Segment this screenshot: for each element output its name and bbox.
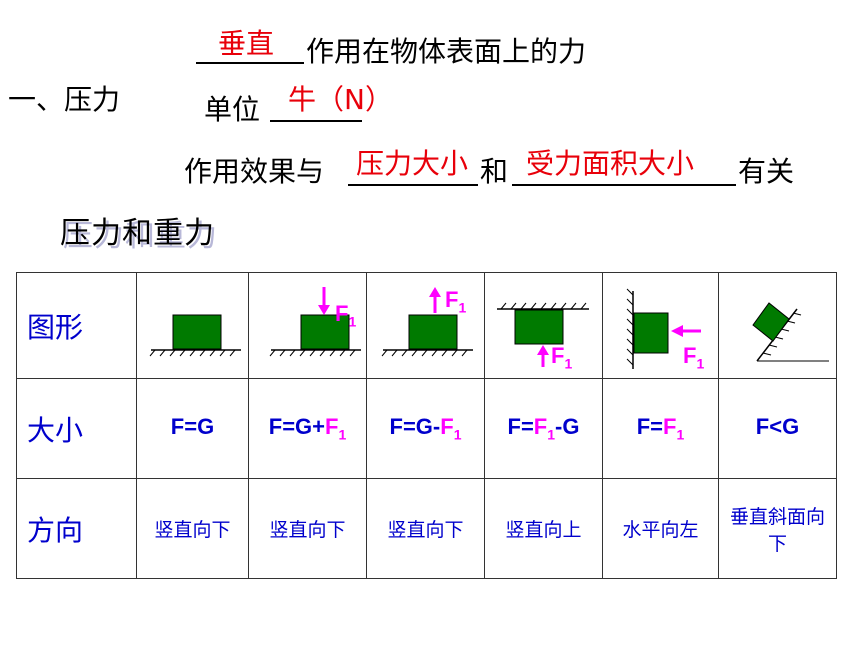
- table-row-figure: 图形: [16, 272, 837, 379]
- magnitude-cell-3: F=G-F1: [366, 378, 485, 479]
- table-row-direction: 方向 竖直向下 竖直向下 竖直向下 竖直向上 水平向左 垂直斜面向下: [16, 478, 837, 579]
- effect-answer-1: 压力大小: [356, 147, 469, 180]
- row-label-direction: 方向: [16, 478, 137, 579]
- direction-cell-4: 竖直向上: [484, 478, 603, 579]
- effect-and: 和: [480, 155, 509, 188]
- magnitude-cell-4: F=F1-G: [484, 378, 603, 479]
- direction-cell-3: 竖直向下: [366, 478, 485, 579]
- unit-label: 单位: [204, 93, 261, 126]
- figure-cell-6: [718, 272, 837, 379]
- blank-line-1: [196, 62, 304, 64]
- unit-answer: 牛（N）: [288, 83, 393, 116]
- figure-block-pulled-up: [381, 287, 473, 357]
- section-title: 一、压力: [8, 83, 121, 116]
- figure-cell-2: F1: [248, 272, 367, 379]
- figure-block-on-incline: [752, 302, 829, 362]
- effect-prefix: 作用效果与: [184, 155, 325, 188]
- force-label-f1: F1: [335, 301, 357, 330]
- table-row-magnitude: 大小 F=G F=G+F1 F=G-F1 F=F1-G F=F1 F<G: [16, 378, 837, 479]
- direction-cell-2: 竖直向下: [248, 478, 367, 579]
- figure-block-on-floor: [149, 314, 241, 357]
- figure-cell-4: F1: [484, 272, 603, 379]
- direction-cell-6: 垂直斜面向下: [718, 478, 837, 579]
- magnitude-cell-2: F=G+F1: [248, 378, 367, 479]
- figure-cell-3: F1: [366, 272, 485, 379]
- force-label-f1: F1: [445, 287, 467, 316]
- force-label-f1: F1: [551, 343, 573, 372]
- figure-block-pushed-down: [269, 287, 361, 357]
- effect-suffix: 有关: [738, 155, 795, 188]
- blank-line-3: [348, 184, 478, 186]
- definition-text: 作用在物体表面上的力: [306, 35, 587, 68]
- figure-cell-5: F1: [602, 272, 719, 379]
- blank-line-2: [270, 120, 362, 122]
- magnitude-cell-6: F<G: [718, 378, 837, 479]
- effect-answer-2: 受力面积大小: [526, 147, 695, 180]
- blank-line-4: [512, 184, 736, 186]
- magnitude-cell-1: F=G: [136, 378, 249, 479]
- magnitude-cell-5: F=F1: [602, 378, 719, 479]
- comparison-table: 图形: [16, 272, 837, 579]
- figure-cell-1: [136, 272, 249, 379]
- figure-block-against-wall: [626, 288, 701, 369]
- subtitle-pressure-gravity: 压力和重力: [60, 216, 215, 251]
- direction-cell-1: 竖直向下: [136, 478, 249, 579]
- direction-cell-5: 水平向左: [602, 478, 719, 579]
- figure-block-against-ceiling: [497, 302, 589, 367]
- row-label-magnitude: 大小: [16, 378, 137, 479]
- answer-perpendicular: 垂直: [218, 27, 275, 60]
- force-label-f1: F1: [683, 343, 705, 372]
- row-label-figure: 图形: [16, 272, 137, 379]
